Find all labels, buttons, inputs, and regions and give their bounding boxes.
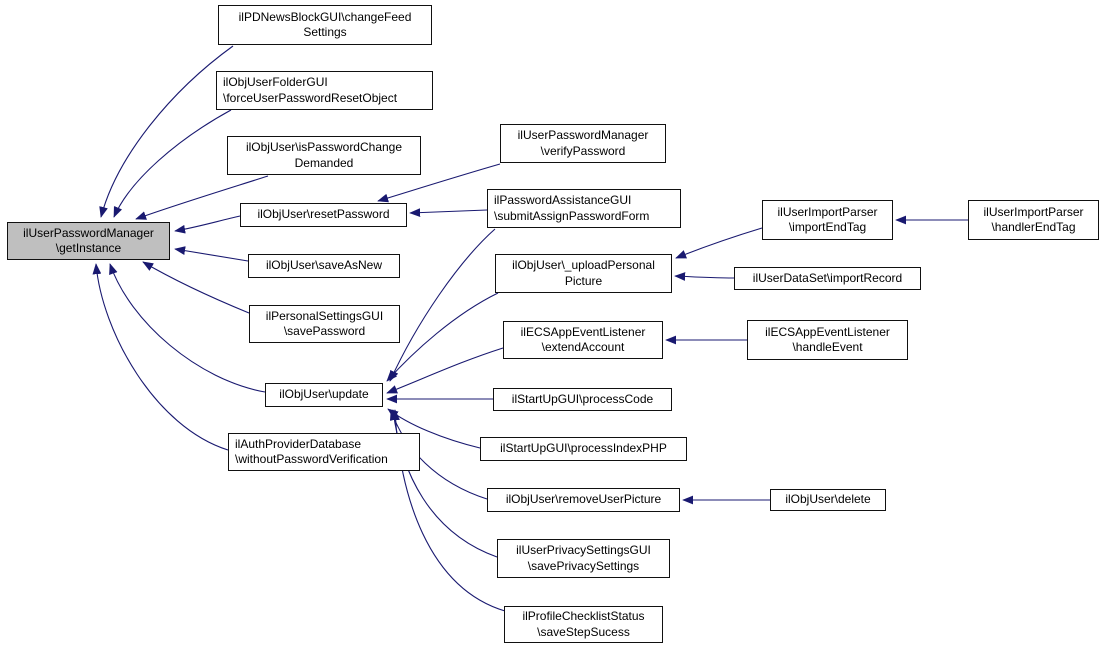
node-ilUserImportParser-importEndTag[interactable]: ilUserImportParser \importEndTag <box>762 200 893 240</box>
node-label-line: ilECSAppEventListener <box>520 324 646 339</box>
node-label-line: ilObjUser\saveAsNew <box>265 258 383 273</box>
node-ilECSAppEventListener-extendAccount[interactable]: ilECSAppEventListener \extendAccount <box>503 321 663 359</box>
edge-verifyPassword-to-resetPassword <box>377 163 501 203</box>
edge-uploadPersonalPicture-to-update <box>386 292 499 382</box>
node-label-line: ilPDNewsBlockGUI\changeFeed <box>238 9 412 24</box>
node-label-line: ilObjUser\update <box>279 387 369 402</box>
node-label-line: ilUserPasswordManager <box>23 225 154 240</box>
node-label-line: \savePrivacySettings <box>527 558 640 573</box>
node-label-line: \withoutPasswordVerification <box>235 452 388 466</box>
node-label-line: ilUserDataSet\importRecord <box>752 270 903 285</box>
edge-importRecord-to-uploadPersonalPicture <box>674 272 735 281</box>
edge-isPasswordChangeDemanded-to-getInstance <box>135 175 269 220</box>
edge-forceUserPasswordResetObject-to-getInstance <box>113 109 232 218</box>
edge-extendAccount-to-update <box>386 347 504 394</box>
node-label-line: ilStartUpGUI\processCode <box>511 391 654 406</box>
node-label-line: ilObjUser\removeUserPicture <box>505 492 662 507</box>
node-ilStartUpGUI-processCode[interactable]: ilStartUpGUI\processCode <box>493 388 672 411</box>
node-label-line: Picture <box>564 273 603 288</box>
node-ilProfileChecklistStatus-saveStepSucess[interactable]: ilProfileChecklistStatus \saveStepSucess <box>504 606 663 643</box>
edge-submitAssignPasswordForm-to-update <box>389 228 496 382</box>
node-ilObjUser-removeUserPicture[interactable]: ilObjUser\removeUserPicture <box>487 488 680 512</box>
edge-withoutPasswordVerification-to-getInstance <box>92 263 229 451</box>
node-label-line: ilPasswordAssistanceGUI <box>494 193 632 207</box>
node-label-line: \verifyPassword <box>540 143 626 158</box>
node-ilECSAppEventListener-handleEvent[interactable]: ilECSAppEventListener \handleEvent <box>747 320 908 360</box>
node-label-line: ilObjUser\isPasswordChange <box>245 140 403 154</box>
node-label-line: ilUserPrivacySettingsGUI <box>516 543 651 557</box>
node-label-line: ilObjUser\delete <box>785 492 871 507</box>
node-ilObjUser-uploadPersonalPicture[interactable]: ilObjUser\_uploadPersonal Picture <box>495 254 672 293</box>
node-ilObjUser-isPasswordChangeDemanded[interactable]: ilObjUser\isPasswordChange Demanded <box>227 136 421 175</box>
node-label-line: \savePassword <box>283 324 366 338</box>
node-ilPDNewsBlockGUI-changeFeedSettings[interactable]: ilPDNewsBlockGUI\changeFeed Settings <box>218 5 432 45</box>
node-ilStartUpGUI-processIndexPHP[interactable]: ilStartUpGUI\processIndexPHP <box>480 437 687 461</box>
edge-savePassword-to-getInstance <box>142 261 250 314</box>
node-ilUserPasswordManager-getInstance: ilUserPasswordManager \getInstance <box>7 222 170 260</box>
node-label-line: ilObjUser\_uploadPersonal <box>512 258 655 272</box>
node-label-line: Demanded <box>294 155 354 170</box>
node-ilUserDataSet-importRecord[interactable]: ilUserDataSet\importRecord <box>734 267 921 290</box>
node-label-line: ilStartUpGUI\processIndexPHP <box>500 441 667 456</box>
edge-resetPassword-to-getInstance <box>174 215 241 234</box>
node-ilPasswordAssistanceGUI-submitAssignPasswordForm[interactable]: ilPasswordAssistanceGUI \submitAssignPas… <box>487 189 681 228</box>
node-label-line: ilUserPasswordManager <box>517 128 649 142</box>
node-ilObjUser-resetPassword[interactable]: ilObjUser\resetPassword <box>240 203 407 227</box>
node-ilObjUser-update[interactable]: ilObjUser\update <box>265 383 383 407</box>
node-label-line: \submitAssignPasswordForm <box>494 208 650 223</box>
node-ilAuthProviderDatabase-withoutPasswordVerification[interactable]: ilAuthProviderDatabase \withoutPasswordV… <box>228 433 420 471</box>
edge-saveAsNew-to-getInstance <box>174 246 249 262</box>
node-label-line: \saveStepSucess <box>537 624 630 639</box>
node-ilPersonalSettingsGUI-savePassword[interactable]: ilPersonalSettingsGUI \savePassword <box>249 305 400 343</box>
node-ilUserImportParser-handlerEndTag[interactable]: ilUserImportParser \handlerEndTag <box>968 200 1099 240</box>
edge-changeFeedSettings-to-getInstance <box>99 45 234 218</box>
node-label-line: Settings <box>303 25 347 39</box>
node-label-line: ilPersonalSettingsGUI <box>265 308 384 323</box>
edge-importEndTag-to-uploadPersonalPicture <box>675 227 763 259</box>
node-label-line: ilECSAppEventListener <box>765 324 890 339</box>
edge-update-to-getInstance <box>109 263 266 393</box>
node-label-line: ilObjUserFolderGUI <box>223 75 328 89</box>
node-label-line: ilObjUser\resetPassword <box>257 207 390 222</box>
node-label-line: ilUserImportParser <box>777 204 878 219</box>
node-label-line: ilProfileChecklistStatus <box>522 609 645 623</box>
node-label-line: \extendAccount <box>541 340 625 354</box>
node-label-line: \handlerEndTag <box>991 220 1076 234</box>
node-ilObjUserFolderGUI-forceUserPasswordResetObject[interactable]: ilObjUserFolderGUI \forceUserPasswordRes… <box>216 71 433 110</box>
node-ilObjUser-saveAsNew[interactable]: ilObjUser\saveAsNew <box>248 254 400 278</box>
node-ilUserPrivacySettingsGUI-savePrivacySettings[interactable]: ilUserPrivacySettingsGUI \savePrivacySet… <box>497 539 670 578</box>
node-label-line: ilAuthProviderDatabase <box>235 436 362 451</box>
node-label-line: ilUserImportParser <box>983 204 1084 219</box>
node-label-line: \handleEvent <box>792 340 863 354</box>
node-ilUserPasswordManager-verifyPassword[interactable]: ilUserPasswordManager \verifyPassword <box>500 124 666 163</box>
node-label-line: \getInstance <box>55 241 122 255</box>
node-ilObjUser-delete[interactable]: ilObjUser\delete <box>770 489 886 511</box>
edge-submitAssignPasswordForm-to-resetPassword <box>409 208 488 218</box>
node-label-line: \importEndTag <box>788 220 867 234</box>
node-label-line: \forceUserPasswordResetObject <box>223 90 398 105</box>
